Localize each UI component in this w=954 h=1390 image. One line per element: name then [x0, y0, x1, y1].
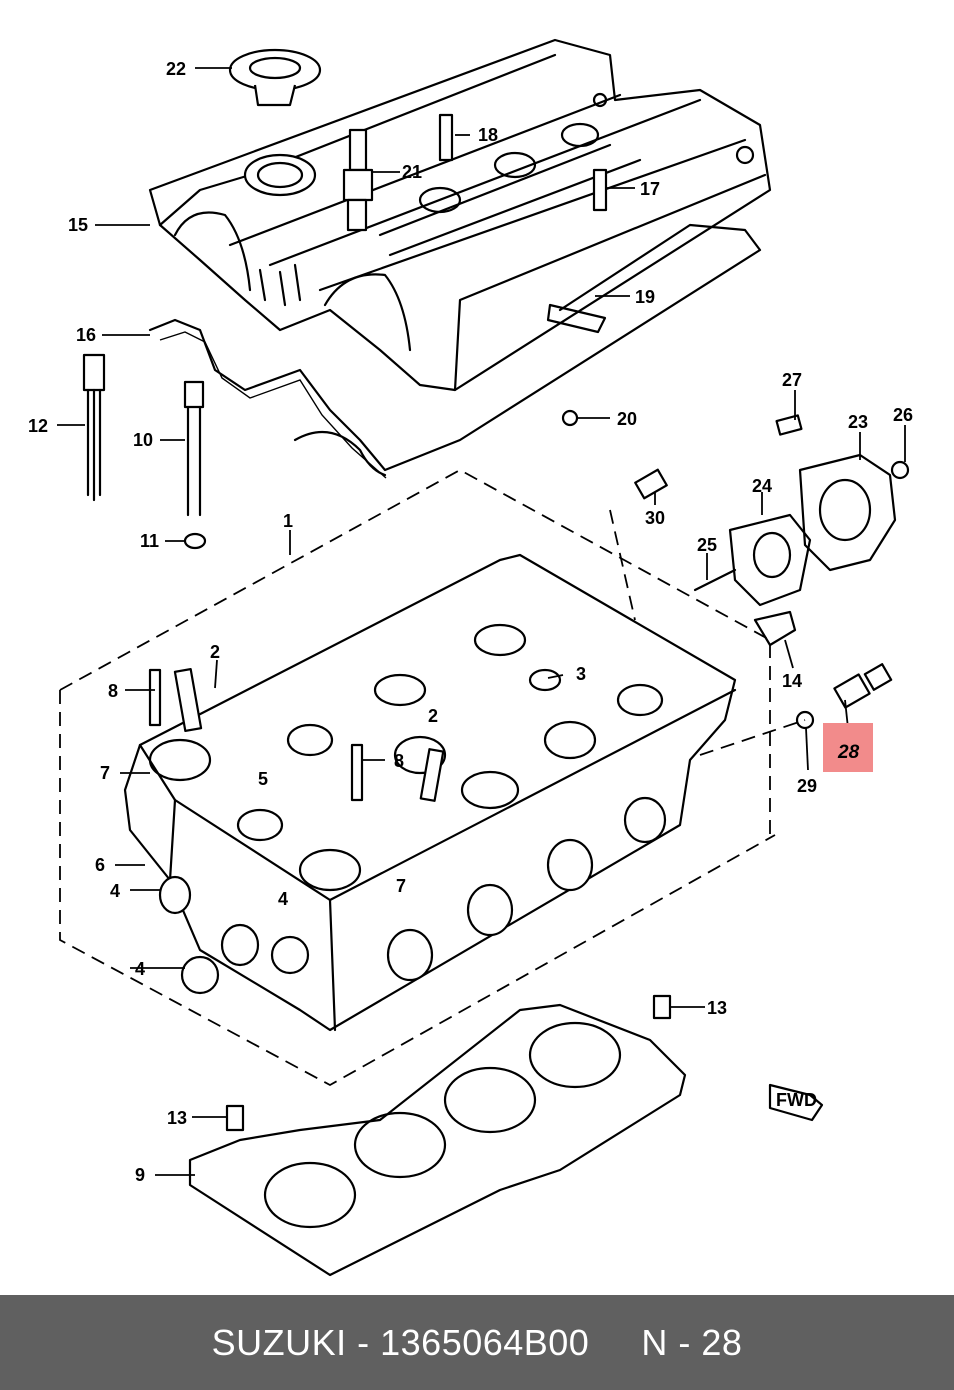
callout-28: 28: [837, 742, 860, 763]
callout-4: 4: [110, 881, 120, 901]
callout-19: 19: [635, 287, 655, 307]
leader-lines: [57, 67, 906, 1176]
callout-8: 8: [108, 681, 118, 701]
callout-8: 8: [394, 751, 404, 771]
brand-name: SUZUKI: [211, 1321, 347, 1363]
callout-30: 30: [645, 508, 665, 528]
callout-labels: 1223444567788910111213131415161718192021…: [28, 59, 913, 1185]
callout-13: 13: [707, 998, 727, 1018]
temperature-sensor: [634, 468, 893, 730]
water-outlet: [693, 414, 910, 607]
dowel-pin: [225, 994, 672, 1132]
valve-cover: [148, 38, 772, 392]
callout-2: 2: [428, 706, 438, 726]
callout-25: 25: [697, 535, 717, 555]
callout-11: 11: [140, 531, 159, 551]
callout-1: 1: [283, 511, 293, 531]
callout-17: 17: [640, 179, 660, 199]
exploded-view-drawing: FWD: [28, 38, 913, 1277]
cover-bolt: [438, 113, 608, 212]
callout-10: 10: [133, 430, 153, 450]
callout-7: 7: [396, 876, 406, 896]
callout-18: 18: [478, 125, 498, 145]
callout-20: 20: [617, 409, 637, 429]
head-gasket: [188, 1003, 687, 1277]
highlight-box: [823, 723, 873, 772]
callout-14: 14: [782, 671, 802, 691]
callout-22: 22: [166, 59, 186, 79]
group-outline: [59, 468, 806, 1087]
oil-filler-cap: [228, 48, 322, 107]
reference-number: N - 28: [641, 1321, 743, 1363]
callout-13: 13: [167, 1108, 187, 1128]
parts-diagram: FWD: [28, 38, 914, 1277]
callout-4: 4: [135, 959, 145, 979]
forward-arrow-icon: FWD: [768, 1083, 824, 1122]
valve-guide: [148, 667, 445, 802]
callout-4: 4: [278, 889, 288, 909]
callout-9: 9: [135, 1165, 145, 1185]
callout-6: 6: [95, 855, 105, 875]
spark-plug: [342, 128, 374, 232]
callout-29: 29: [797, 776, 817, 796]
callout-5: 5: [258, 769, 268, 789]
head-bolt-long: [82, 353, 106, 502]
cover-gasket: [148, 223, 762, 479]
callout-2: 2: [210, 642, 220, 662]
fwd-label: FWD: [776, 1090, 817, 1110]
callout-23: 23: [848, 412, 868, 432]
part-number: 1365064B00: [380, 1321, 590, 1363]
callout-7: 7: [100, 763, 110, 783]
head-bolt-short: [183, 380, 207, 550]
callout-27: 27: [782, 370, 802, 390]
callout-16: 16: [76, 325, 96, 345]
callout-21: 21: [402, 162, 422, 182]
callout-15: 15: [68, 215, 88, 235]
callout-26: 26: [893, 405, 913, 425]
callout-3: 3: [576, 664, 586, 684]
callout-24: 24: [752, 476, 772, 496]
callout-12: 12: [28, 416, 48, 436]
